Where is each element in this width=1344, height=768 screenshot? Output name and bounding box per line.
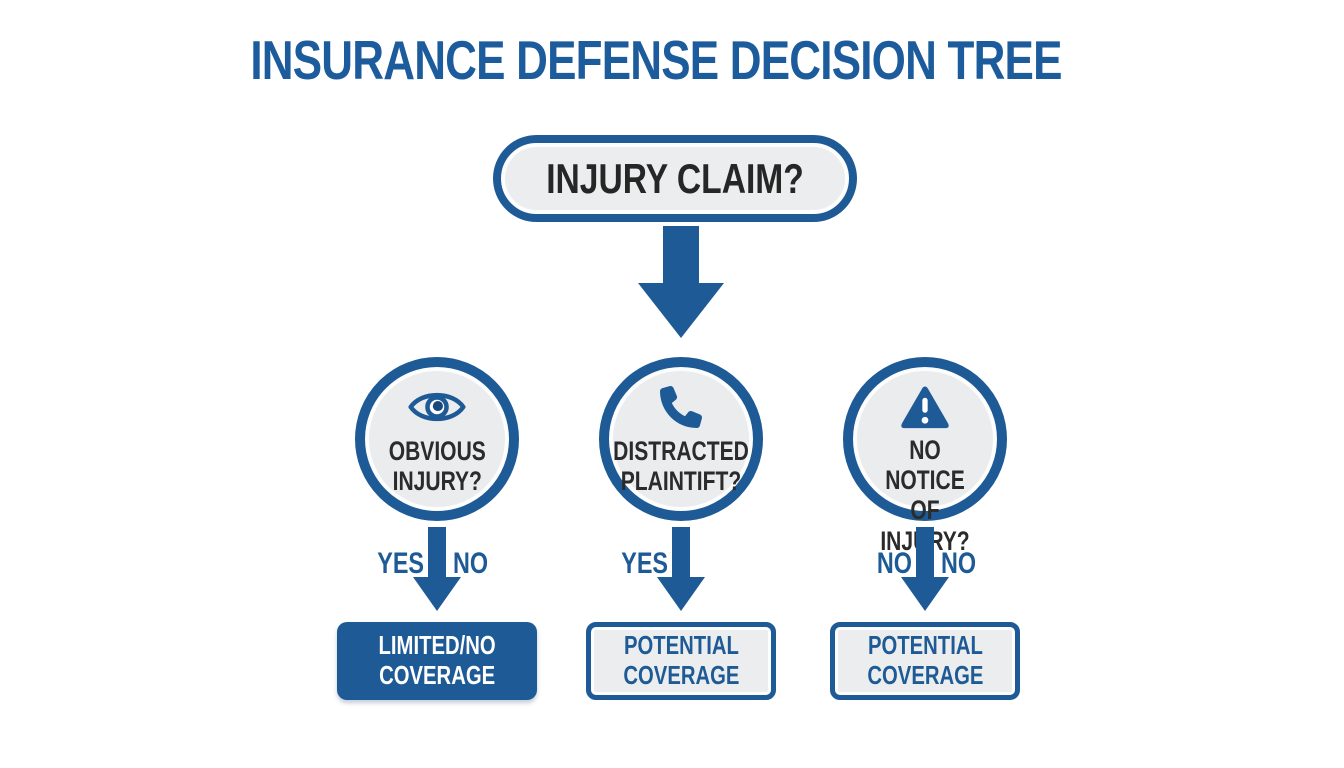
warning-icon — [900, 384, 950, 429]
result-box-potential-coverage: POTENTIAL COVERAGE — [830, 622, 1020, 700]
result-label: LIMITED/NO COVERAGE — [378, 630, 496, 690]
decision-node-obvious-injury: OBVIOUS INJURY? — [355, 357, 519, 521]
decision-node-no-notice: NO NOTICE OF INJURY? — [843, 357, 1007, 556]
branch-no-label: NO — [876, 547, 912, 580]
arrow-down-branch-icon — [413, 527, 461, 611]
page-title: INSURANCE DEFENSE DECISION TREE — [250, 29, 1062, 91]
branch-distracted-plaintiff: DISTRACTED PLAINTIFT? YES POTENTIAL COVE… — [571, 350, 791, 720]
result-box-limited-no-coverage: LIMITED/NO COVERAGE — [337, 622, 537, 700]
arrow-down-main-icon — [638, 226, 724, 338]
branch-yes-label: YES — [621, 547, 668, 580]
question-label: DISTRACTED PLAINTIFT? — [613, 436, 749, 497]
decision-node-distracted-plaintiff: DISTRACTED PLAINTIFT? — [599, 357, 763, 521]
phone-icon — [660, 384, 702, 430]
result-box-potential-coverage: POTENTIAL COVERAGE — [586, 622, 776, 700]
arrow-down-branch-icon — [657, 527, 705, 611]
result-label: POTENTIAL COVERAGE — [622, 630, 740, 690]
root-node-label: INJURY CLAIM? — [546, 154, 804, 202]
branch-no-label: NO — [453, 547, 489, 580]
branch-no-notice-of-injury: NO NOTICE OF INJURY? NO NO POTENTIAL COV… — [815, 350, 1035, 720]
branch-no-label: NO — [941, 547, 977, 580]
root-node-injury-claim: INJURY CLAIM? — [493, 135, 857, 222]
branch-obvious-injury: OBVIOUS INJURY? YES NO LIMITED/NO COVERA… — [327, 350, 547, 720]
arrow-down-branch-icon — [901, 527, 949, 611]
question-label: OBVIOUS INJURY? — [388, 436, 486, 497]
branch-yes-label: YES — [377, 547, 424, 580]
eye-icon — [408, 384, 466, 430]
result-label: POTENTIAL COVERAGE — [866, 630, 984, 690]
